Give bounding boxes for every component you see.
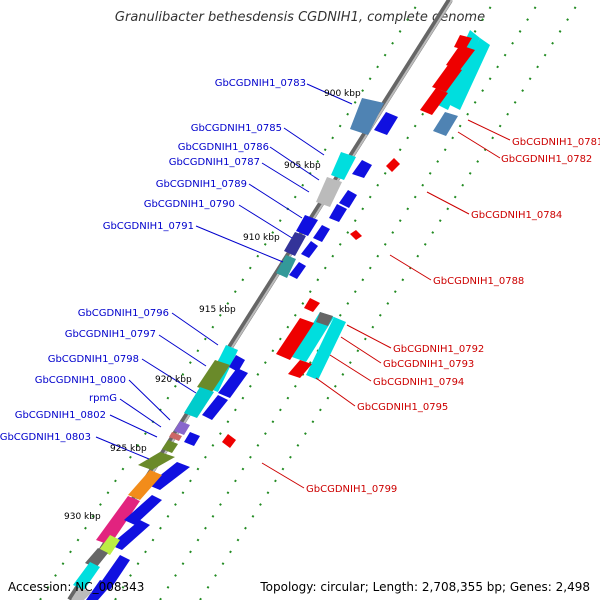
genome-summary-text: Topology: circular; Length: 2,708,355 bp… xyxy=(260,580,590,594)
gene-block-0798 xyxy=(184,387,214,418)
gene-block-0789b xyxy=(313,225,330,242)
gene-label-0799: GbCGDNIH1_0799 xyxy=(306,484,397,495)
gene-label-0803: GbCGDNIH1_0803 xyxy=(0,432,91,443)
gene-block-fwd-d xyxy=(86,580,112,600)
gene-block-0783a xyxy=(350,98,384,135)
gene-block-0790b xyxy=(301,241,318,258)
gene-block-0792grey xyxy=(316,312,333,326)
accession-text: Accession: NC_008343 xyxy=(8,580,145,594)
gene-block-0781b xyxy=(448,38,490,110)
gene-block-0796b xyxy=(229,355,245,372)
gene-block-0802 xyxy=(184,432,200,446)
gene-block-fwd-c xyxy=(99,555,130,590)
gene-label-0800: GbCGDNIH1_0800 xyxy=(35,375,126,386)
gene-label-0783: GbCGDNIH1_0783 xyxy=(215,78,306,89)
gene-label-0792: GbCGDNIH1_0792 xyxy=(393,344,484,355)
kbp-tick-900: 900 kbp xyxy=(324,89,361,99)
gene-block-0797 xyxy=(197,360,230,392)
gene-block-cyan-end xyxy=(73,562,100,590)
gene-block-0781r2 xyxy=(432,65,462,92)
forward-genes xyxy=(72,98,398,600)
gene-label-0798: GbCGDNIH1_0798 xyxy=(48,354,139,365)
gene-block-0794b xyxy=(304,298,320,312)
gene-label-0797: GbCGDNIH1_0797 xyxy=(65,329,156,340)
gene-label-0784: GbCGDNIH1_0784 xyxy=(471,210,562,221)
gene-block-0786b xyxy=(339,190,357,208)
gene-label-0794: GbCGDNIH1_0794 xyxy=(373,377,464,388)
gene-label-0785: GbCGDNIH1_0785 xyxy=(191,123,282,134)
gene-block-pink xyxy=(96,496,140,545)
gene-label-0796: GbCGDNIH1_0796 xyxy=(78,308,169,319)
reverse-leader-lines xyxy=(261,119,511,489)
kbp-tick-910: 910 kbp xyxy=(243,233,280,243)
gene-label-0802: GbCGDNIH1_0802 xyxy=(15,410,106,421)
gene-block-0799 xyxy=(222,434,236,448)
gene-block-0785 xyxy=(331,152,356,180)
reverse-genes xyxy=(222,30,490,448)
gene-block-0783b xyxy=(374,112,398,135)
gene-block-0797b xyxy=(218,368,248,398)
gene-label-0781: GbCGDNIH1_0781 xyxy=(512,137,600,148)
gene-block-0787 xyxy=(329,204,347,222)
gene-block-0800 xyxy=(174,421,190,435)
gene-block-grey-end xyxy=(72,588,92,600)
kbp-tick-905: 905 kbp xyxy=(284,161,321,171)
gene-block-0802b xyxy=(162,440,178,453)
gene-block-0784 xyxy=(386,158,400,172)
gene-label-0790: GbCGDNIH1_0790 xyxy=(144,199,235,210)
kbp-tick-920: 920 kbp xyxy=(155,375,192,385)
kbp-tick-925: 925 kbp xyxy=(110,444,147,454)
gene-block-orange xyxy=(128,470,162,500)
gene-block-0781r1 xyxy=(446,45,475,70)
gene-block-0788 xyxy=(350,230,362,240)
gene-label-rpmG: rpmG xyxy=(89,393,117,404)
gene-label-0793: GbCGDNIH1_0793 xyxy=(383,359,474,370)
gene-label-0789: GbCGDNIH1_0789 xyxy=(156,179,247,190)
forward-leader-lines xyxy=(95,83,353,460)
gene-block-0791 xyxy=(276,255,296,278)
gene-block-0794 xyxy=(276,318,314,360)
gene-block-0781r3 xyxy=(420,88,448,115)
map-title: Granulibacter bethesdensis CGDNIH1, comp… xyxy=(114,10,486,25)
gene-block-fwd-a xyxy=(124,495,162,525)
gene-block-0795 xyxy=(288,360,312,378)
gene-block-0782 xyxy=(433,112,458,136)
forward-gene-labels: GbCGDNIH1_0783 GbCGDNIH1_0785 GbCGDNIH1_… xyxy=(0,78,306,443)
gene-block-0791b xyxy=(289,262,306,279)
gene-block-0793 xyxy=(306,317,346,380)
gene-label-0788: GbCGDNIH1_0788 xyxy=(433,276,524,287)
gene-label-0787: GbCGDNIH1_0787 xyxy=(169,157,260,168)
gene-block-lime xyxy=(99,535,120,555)
gene-label-0782: GbCGDNIH1_0782 xyxy=(501,154,592,165)
gene-label-0795: GbCGDNIH1_0795 xyxy=(357,402,448,413)
gene-block-0803a xyxy=(138,452,175,470)
gene-block-0790 xyxy=(284,232,306,256)
gene-label-0791: GbCGDNIH1_0791 xyxy=(103,221,194,232)
gene-block-0785b xyxy=(352,160,372,178)
reverse-gene-labels: GbCGDNIH1_0781 GbCGDNIH1_0782 GbCGDNIH1_… xyxy=(306,137,600,495)
kbp-tick-915: 915 kbp xyxy=(199,305,236,315)
gene-label-0786: GbCGDNIH1_0786 xyxy=(178,142,269,153)
gene-block-0803b xyxy=(148,462,190,490)
gene-block-rpmG xyxy=(169,432,182,441)
gene-block-fwd-b xyxy=(110,520,150,550)
kbp-tick-labels: 900 kbp 905 kbp 910 kbp 915 kbp 920 kbp … xyxy=(64,89,361,522)
gene-block-0781r4 xyxy=(454,35,472,50)
kbp-tick-930: 930 kbp xyxy=(64,512,101,522)
gene-block-0786 xyxy=(316,177,342,207)
gene-block-0789 xyxy=(296,215,318,236)
gene-block-0798b xyxy=(202,395,228,420)
